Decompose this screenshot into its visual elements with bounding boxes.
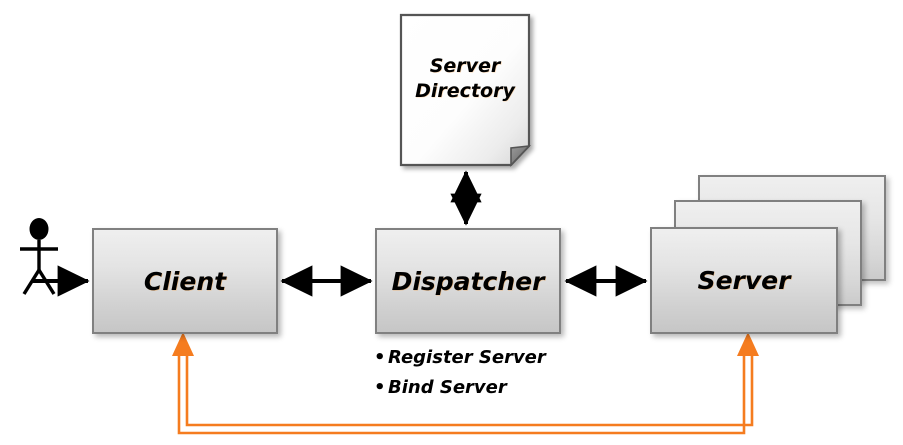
server-node[interactable]: Server [650,227,838,334]
server-directory-label-line1: Server [429,55,501,77]
connector-server-to-client-feedback [172,332,759,435]
operation-item-register-server: Register Server [374,343,624,373]
server-directory-document-shape [399,13,532,168]
client-node-label: Client [143,266,227,296]
server-directory-label-line2: Directory [415,80,515,102]
server-directory-label: Server Directory [400,54,530,104]
dispatcher-node[interactable]: Dispatcher [375,228,561,334]
client-node[interactable]: Client [92,228,278,334]
server-directory-node[interactable]: Server Directory [400,14,530,166]
operations-annotation-list: Register Server Bind Server [374,343,624,403]
server-node-label: Server [697,266,791,295]
operation-item-bind-server: Bind Server [374,373,624,403]
dispatcher-node-label: Dispatcher [391,266,545,296]
